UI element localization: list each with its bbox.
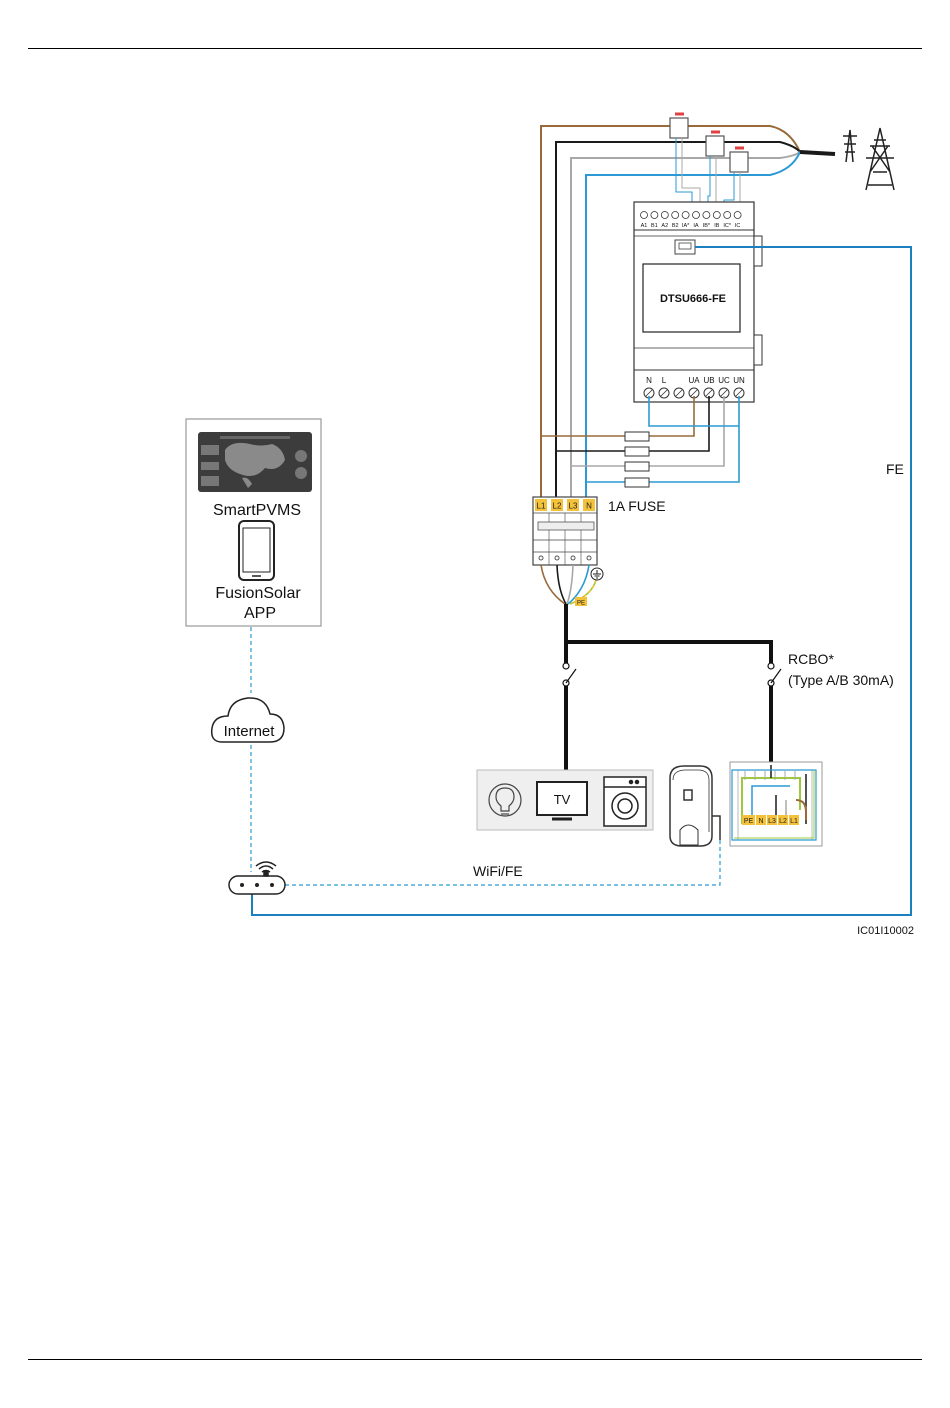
ev-charger-icon [670,766,720,846]
meter-top-terminal-label: IA* [682,223,690,229]
breaker-label: L3 [569,502,578,511]
meter-bottom-terminal-label: UB [703,376,714,385]
breaker-label: N [586,502,592,511]
meter-top-terminal-label: B2 [672,223,679,229]
switch-icons [563,663,781,686]
charger-terminal-label: PE [744,818,754,825]
charger-terminal-label: L1 [790,818,798,825]
pe-label: PE [577,601,585,607]
meter-bottom-terminal-label: N [646,376,652,385]
meter-top-screw [693,212,700,219]
cloud-icon: Internet [212,698,284,742]
meter-top-screw [661,212,668,219]
ground-icon [591,568,603,580]
figure-id: IC01I10002 [857,925,914,937]
smartphone-icon [239,521,274,580]
charger-terminal-label: N [758,818,763,825]
converging-wires [541,565,596,604]
fusionsolar-app-label: APP [244,605,276,622]
meter-top-terminal-label: A2 [661,223,668,229]
monitoring-apps: SmartPVMS FusionSolar APP [186,419,321,626]
fuse-label: 1A FUSE [608,498,666,514]
meter-top-screw [713,212,720,219]
charger-terminal-label: L2 [779,818,787,825]
rcbo-type-label: (Type A/B 30mA) [788,672,894,688]
rj45-port-icon [675,240,695,254]
distribution-bus [566,604,771,770]
charger-terminal-label: L3 [768,818,776,825]
meter-top-screw [672,212,679,219]
meter-top-terminal-label: IC* [723,223,732,229]
meter-bottom-terminal-label: L [662,376,667,385]
meter-top-terminal-label: B1 [651,223,658,229]
meter-top-terminal-label: IB* [703,223,711,229]
meter-top-terminal-label: IC [735,223,741,229]
wifi-label: WiFi/FE [473,863,523,879]
meter-top-screw [651,212,658,219]
meter-top-screw [724,212,731,219]
meter-top-terminal-label: IB [714,223,720,229]
breaker-label: L2 [553,502,562,511]
charger-terminal-box [730,762,822,846]
washing-machine-icon [604,777,646,826]
internet-label: Internet [224,723,276,740]
meter-top-screw [682,212,689,219]
rcbo-label: RCBO* [788,651,834,667]
power-pylon-icon [843,128,894,190]
meter-bottom-terminal-label: UA [688,376,700,385]
wifi-signal-icon [256,862,276,876]
breaker-label: L1 [537,502,546,511]
meter-top-screw [641,212,648,219]
fusionsolar-label: FusionSolar [215,585,301,602]
meter-bottom-terminal-label: UC [718,376,730,385]
fuses [625,432,649,487]
fe-label: FE [886,461,904,477]
meter-top-screw [703,212,710,219]
meter-bottom-terminal-label: UN [733,376,745,385]
meter-top-terminal-label: IA [693,223,699,229]
energy-meter: DTSU666-FE [634,202,762,402]
smartpvms-label: SmartPVMS [213,502,301,519]
household-loads: TV [477,770,653,830]
meter-model: DTSU666-FE [660,293,726,305]
smartpvms-dashboard-icon [198,432,312,492]
router-icon [229,862,285,894]
meter-top-screw [734,212,741,219]
tv-label: TV [554,792,571,807]
tv-icon: TV [537,782,587,819]
meter-top-terminal-label: A1 [641,223,648,229]
